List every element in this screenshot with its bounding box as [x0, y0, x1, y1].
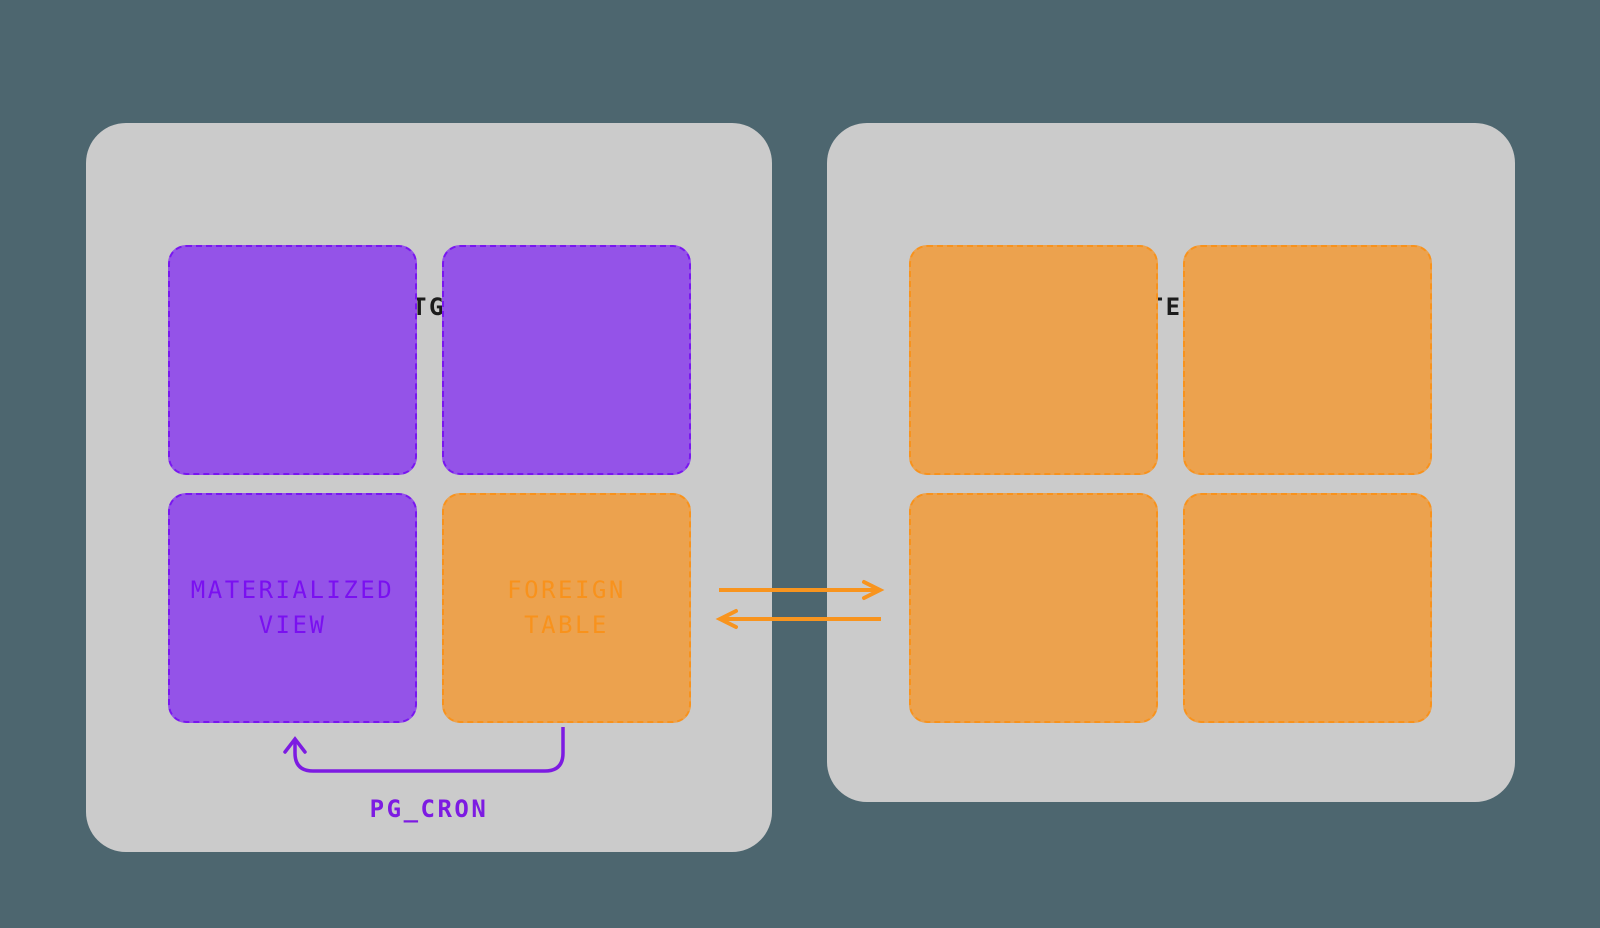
postgres-table-box-2: [442, 245, 691, 475]
postgres-container: POSTGRES MATERIALIZED VIEW FOREIGN TABLE…: [86, 123, 772, 852]
remote-table-box-1: [909, 245, 1158, 475]
remote-table-box-2: [1183, 245, 1432, 475]
remote-table-box-3: [909, 493, 1158, 723]
remote-table-box-4: [1183, 493, 1432, 723]
pg-cron-label: PG_CRON: [369, 795, 489, 823]
materialized-view-label: MATERIALIZED VIEW: [190, 576, 395, 639]
materialized-view-box: MATERIALIZED VIEW: [168, 493, 417, 723]
postgres-table-box-1: [168, 245, 417, 475]
foreign-table-box: FOREIGN TABLE: [442, 493, 691, 723]
foreign-table-label: FOREIGN TABLE: [507, 576, 626, 639]
remote-server-container: REMOTE SERVER: [827, 123, 1515, 802]
